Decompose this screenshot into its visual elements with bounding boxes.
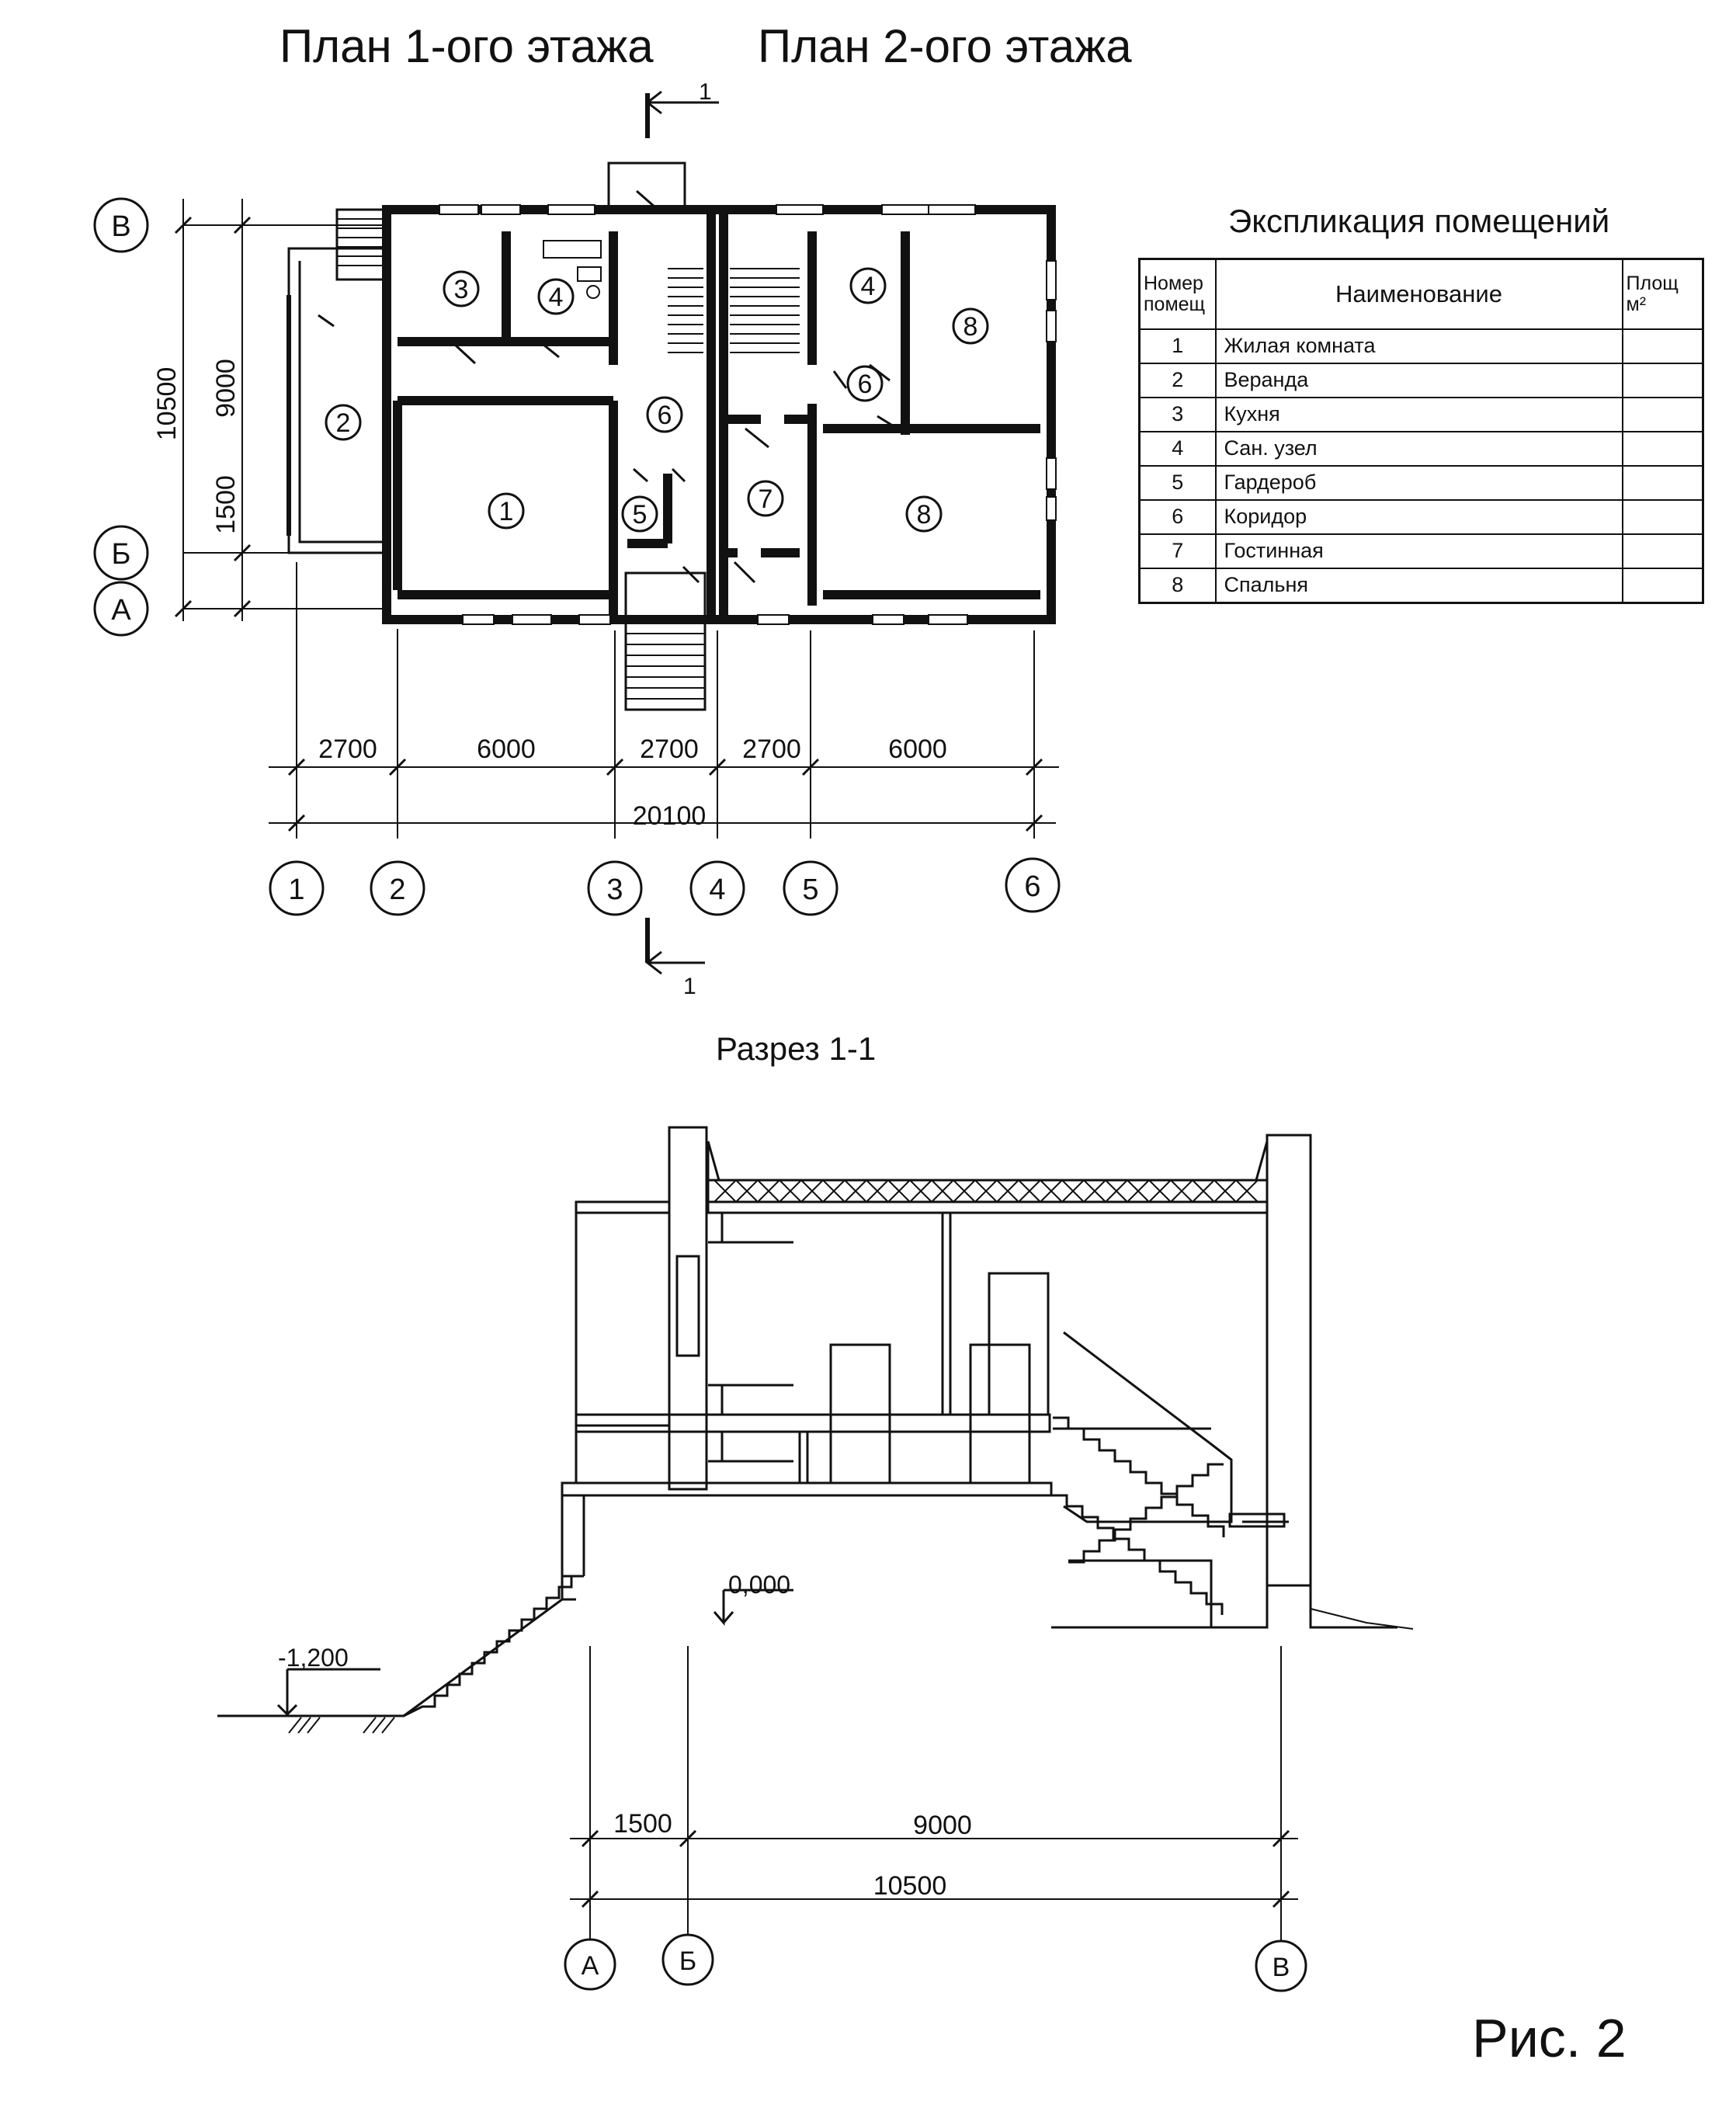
axis-bubble-b: Б (112, 538, 131, 571)
row-area (1621, 362, 1704, 398)
dim-1500: 1500 (211, 475, 241, 534)
row-name: Сан. узел (1214, 430, 1623, 467)
plan-dimension-ticks (174, 216, 1043, 832)
room-label-f2-4: 4 (861, 272, 876, 301)
room-label-f2-8b: 8 (917, 500, 932, 530)
room-markers (325, 267, 989, 533)
figure-label: Рис. 2 (1472, 2008, 1627, 2068)
header-area: Площ м² (1621, 258, 1704, 330)
row-name: Жилая комната (1214, 328, 1623, 364)
row-area (1621, 396, 1704, 432)
dim-2700-a: 2700 (318, 734, 377, 764)
level-zero: 0,000 (728, 1571, 790, 1599)
row-number: 5 (1138, 464, 1217, 501)
room-label-f2-7: 7 (759, 484, 773, 514)
row-area (1621, 498, 1704, 535)
room-label-f1-3: 3 (454, 275, 469, 304)
header-name: Наименование (1214, 258, 1623, 330)
row-area (1621, 567, 1704, 604)
room-label-f1-4: 4 (549, 283, 564, 312)
row-number: 6 (1138, 498, 1217, 535)
plan-axes (182, 199, 1059, 839)
axis-bubble-5: 5 (802, 873, 818, 906)
row-number: 2 (1138, 362, 1217, 398)
section-title: Разрез 1-1 (716, 1030, 877, 1067)
plan-axis-bubbles (93, 197, 1061, 916)
row-name: Коридор (1214, 498, 1623, 535)
dim-9000: 9000 (211, 359, 241, 418)
room-label-f1-6: 6 (658, 401, 672, 430)
plan-walls (286, 161, 1057, 711)
level-ground: -1,200 (278, 1644, 349, 1672)
plan2-title: План 2-ого этажа (758, 20, 1132, 72)
room-label-f1-1: 1 (499, 497, 514, 526)
row-name: Кухня (1214, 396, 1623, 432)
section-drawing (217, 1126, 1414, 1941)
room-label-f1-5: 5 (633, 500, 648, 530)
axis-bubble-1: 1 (288, 873, 304, 906)
section-dim-10500: 10500 (873, 1871, 947, 1901)
row-area (1621, 328, 1704, 364)
row-name: Спальня (1214, 567, 1623, 604)
row-number: 1 (1138, 328, 1217, 364)
dim-20100: 20100 (633, 801, 707, 831)
row-area (1621, 430, 1704, 467)
explication-header-row: Номер помещ Наименование Площ м² (1138, 258, 1704, 330)
row-area (1621, 464, 1704, 501)
room-label-f1-2: 2 (336, 408, 351, 438)
dim-10500: 10500 (152, 367, 182, 441)
axis-bubble-3: 3 (606, 873, 623, 906)
room-label-f2-6: 6 (858, 370, 873, 399)
axis-bubble-4: 4 (709, 873, 725, 906)
section-axis-bubbles (564, 1933, 1307, 1992)
row-number: 4 (1138, 430, 1217, 467)
axis-bubble-a: А (111, 594, 131, 627)
section-axis-b: Б (679, 1946, 696, 1976)
row-number: 8 (1138, 567, 1217, 604)
section-axis-v: В (1272, 1953, 1290, 1982)
dim-2700-c: 2700 (742, 734, 801, 764)
row-number: 3 (1138, 396, 1217, 432)
explication-title: Экспликация помещений (1228, 203, 1610, 239)
section-dim-1500: 1500 (613, 1809, 672, 1839)
axis-bubble-v: В (111, 210, 130, 243)
row-number: 7 (1138, 533, 1217, 569)
plan1-title: План 1-ого этажа (279, 20, 654, 72)
axis-bubble-2: 2 (389, 873, 405, 906)
section-dim-9000: 9000 (913, 1811, 972, 1840)
dim-6000-a: 6000 (477, 734, 536, 764)
header-number: Номер помещ (1138, 258, 1217, 330)
dim-6000-b: 6000 (888, 734, 947, 764)
section-axis-a: А (582, 1951, 599, 1981)
section-marker-bottom: 1 (683, 974, 696, 999)
dim-2700-b: 2700 (640, 734, 699, 764)
section-marker-top: 1 (699, 79, 712, 105)
row-name: Гостинная (1214, 533, 1623, 569)
row-name: Веранда (1214, 362, 1623, 398)
row-area (1621, 533, 1704, 569)
axis-bubble-6: 6 (1024, 870, 1040, 903)
section-cut-markers (645, 90, 719, 975)
room-label-f2-8a: 8 (963, 312, 978, 342)
row-name: Гардероб (1214, 464, 1623, 501)
